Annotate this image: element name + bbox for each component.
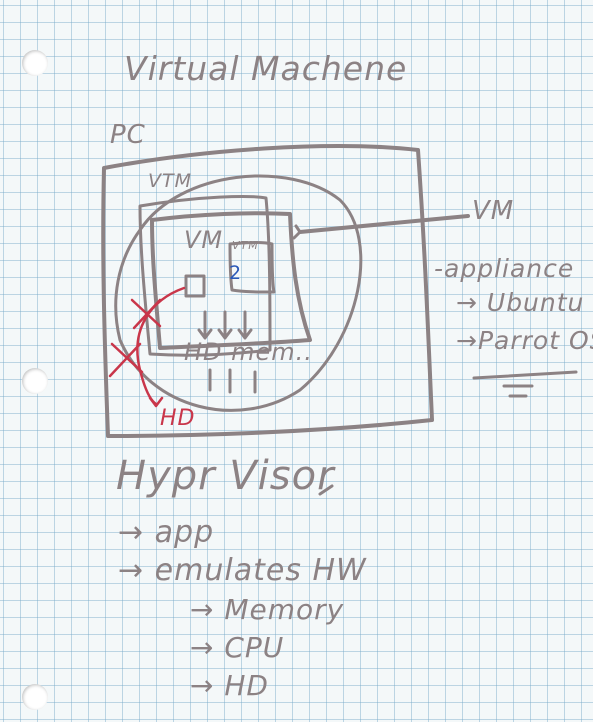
hypervisor-subitem-hd: → HD xyxy=(190,669,269,702)
hypervisor-heading: Hypr Visor xyxy=(116,453,335,499)
hd-red-label: HD xyxy=(160,406,196,431)
pc-label: PC xyxy=(110,120,146,150)
binder-hole-top xyxy=(22,50,48,76)
red-x-upper xyxy=(130,298,162,330)
vtm-outer-label: VTM xyxy=(148,170,192,192)
vm-note-ubuntu: → Ubuntu xyxy=(456,288,585,317)
vm-callout-arrowhead xyxy=(292,224,302,240)
vm-note-appliance: -appliance xyxy=(434,254,575,283)
vtm-inner-label: VTM xyxy=(232,239,259,252)
page-title: Virtual Machene xyxy=(124,49,408,88)
vm-box xyxy=(150,211,312,350)
vm-callout-line xyxy=(298,214,470,234)
hd-mem-label: HD mem.. xyxy=(184,338,313,366)
notes-underline xyxy=(472,370,578,380)
hypervisor-item-app: → app xyxy=(118,515,215,550)
binder-hole-bottom xyxy=(22,684,48,710)
vm-note-parrot-os: →Parrot OS xyxy=(456,326,593,355)
small-square xyxy=(184,274,206,298)
vm-inner-label: VM xyxy=(184,226,224,254)
inner-number: 2 xyxy=(229,262,243,284)
hypervisor-subitem-cpu: → CPU xyxy=(190,631,285,664)
pc-box xyxy=(101,144,434,438)
binder-hole-middle xyxy=(22,368,48,394)
hypervisor-item-emulates-hw: → emulates HW xyxy=(118,553,367,588)
red-x-lower xyxy=(108,342,144,378)
hypervisor-subitem-memory: → Memory xyxy=(190,593,345,626)
vtm-outer-box xyxy=(138,195,272,357)
vm-callout-label: VM xyxy=(472,196,515,226)
inner-vtm-box xyxy=(228,241,276,294)
circle-outline xyxy=(114,174,363,412)
